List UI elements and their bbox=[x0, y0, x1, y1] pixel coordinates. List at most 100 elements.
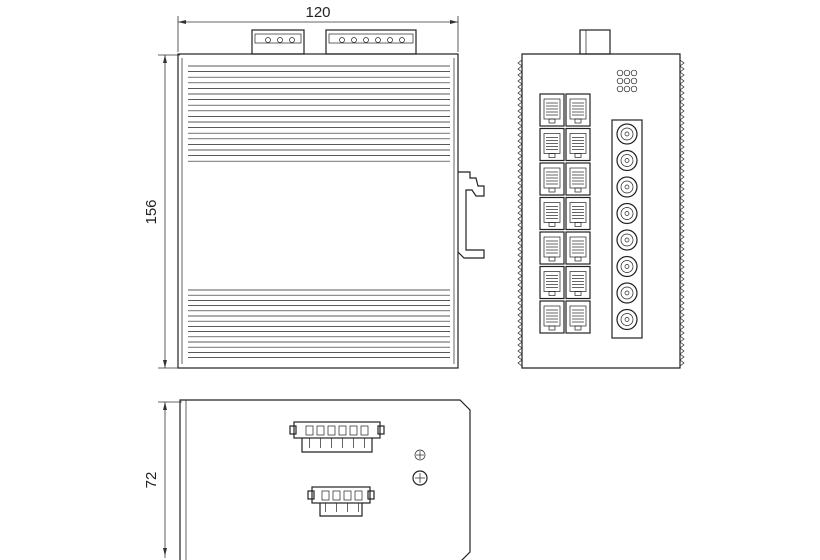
grip-ridge bbox=[679, 131, 685, 139]
side-top-tab bbox=[579, 29, 611, 55]
grip-ridge bbox=[679, 203, 685, 211]
grip-ridge bbox=[517, 113, 523, 121]
grip-ridge bbox=[679, 239, 685, 247]
front-view: 120 156 bbox=[143, 4, 485, 369]
grip-ridge bbox=[679, 113, 685, 121]
din-rail-clip bbox=[457, 171, 485, 259]
grip-ridge bbox=[517, 257, 523, 265]
side-view bbox=[517, 29, 685, 369]
terminal-pin bbox=[349, 425, 358, 436]
grip-ridge bbox=[679, 269, 685, 277]
grip-ridge bbox=[679, 317, 685, 325]
grip-ridge bbox=[517, 65, 523, 73]
grip-ridge bbox=[679, 323, 685, 331]
terminal-pin bbox=[354, 490, 363, 501]
side-grip-ridges bbox=[517, 59, 685, 367]
rj45-port bbox=[565, 265, 591, 300]
rj45-port bbox=[539, 93, 565, 127]
height-label: 156 bbox=[143, 199, 160, 224]
grip-ridge bbox=[679, 173, 685, 181]
grip-ridge bbox=[517, 149, 523, 157]
grip-ridge bbox=[517, 167, 523, 175]
grip-ridge bbox=[679, 299, 685, 307]
grip-ridge bbox=[679, 95, 685, 103]
grip-ridge bbox=[517, 245, 523, 253]
grip-ridge bbox=[517, 131, 523, 139]
vent-slots-bottom bbox=[188, 289, 450, 358]
rj45-port bbox=[565, 93, 591, 127]
grip-ridge bbox=[517, 233, 523, 241]
grip-ridge bbox=[679, 233, 685, 241]
bottom-housing bbox=[179, 399, 471, 560]
led-indicator-cluster bbox=[616, 69, 638, 93]
fiber-port bbox=[616, 149, 638, 172]
grip-ridge bbox=[517, 287, 523, 295]
grip-ridge bbox=[517, 71, 523, 79]
fiber-port bbox=[616, 229, 638, 251]
vent-slots-top bbox=[188, 65, 450, 162]
rj45-port bbox=[565, 231, 591, 265]
grip-ridge bbox=[517, 251, 523, 259]
grip-ridge bbox=[679, 263, 685, 271]
grip-ridge bbox=[517, 293, 523, 301]
grip-ridge bbox=[679, 341, 685, 349]
grip-ridge bbox=[679, 149, 685, 157]
grip-ridge bbox=[679, 185, 685, 193]
top-terminal-connector-6pin bbox=[325, 29, 417, 55]
terminal-pin bbox=[327, 425, 336, 436]
rj45-port bbox=[539, 265, 565, 300]
rj45-port bbox=[539, 231, 565, 265]
grip-ridge bbox=[517, 263, 523, 271]
grip-ridge bbox=[679, 359, 685, 367]
grip-ridge bbox=[517, 269, 523, 277]
grip-ridge bbox=[679, 71, 685, 79]
grip-ridge bbox=[679, 293, 685, 301]
grip-ridge bbox=[517, 83, 523, 91]
grip-ridge bbox=[679, 101, 685, 109]
grip-ridge bbox=[679, 155, 685, 163]
grip-ridge bbox=[679, 197, 685, 205]
grip-ridge bbox=[517, 191, 523, 199]
grip-ridge bbox=[517, 155, 523, 163]
fiber-port bbox=[616, 202, 638, 225]
terminal-block-4pin bbox=[307, 486, 375, 517]
led-dot bbox=[623, 85, 631, 93]
side-housing bbox=[521, 53, 681, 369]
rj45-port bbox=[565, 196, 591, 231]
grip-ridge bbox=[679, 227, 685, 235]
grip-ridge bbox=[517, 107, 523, 115]
grip-ridge bbox=[679, 191, 685, 199]
grip-ridge bbox=[517, 101, 523, 109]
grip-ridge bbox=[517, 347, 523, 355]
grip-ridge bbox=[517, 203, 523, 211]
terminal-pin bbox=[343, 490, 352, 501]
grip-ridge bbox=[679, 143, 685, 151]
depth-dimension: 72 bbox=[143, 401, 182, 558]
grip-ridge bbox=[517, 353, 523, 361]
grip-ridge bbox=[679, 221, 685, 229]
terminal-pin bbox=[316, 425, 325, 436]
fiber-port bbox=[616, 282, 638, 304]
top-terminal-connector-3pin bbox=[251, 29, 305, 55]
grip-ridge bbox=[517, 341, 523, 349]
fiber-port-frame bbox=[611, 119, 643, 339]
terminal-pin bbox=[321, 490, 330, 501]
fiber-port-column bbox=[616, 123, 638, 331]
grip-ridge bbox=[517, 227, 523, 235]
rj45-port bbox=[539, 300, 565, 334]
grip-ridge bbox=[679, 107, 685, 115]
grip-ridge bbox=[679, 353, 685, 361]
rj45-port bbox=[539, 162, 565, 196]
rj45-port bbox=[539, 196, 565, 231]
led-dot bbox=[630, 69, 638, 77]
grip-ridge bbox=[517, 143, 523, 151]
terminal-pin bbox=[338, 425, 347, 436]
grip-ridge bbox=[517, 209, 523, 217]
fiber-port bbox=[616, 308, 638, 331]
front-housing bbox=[177, 53, 459, 369]
grip-ridge bbox=[679, 161, 685, 169]
led-dot bbox=[630, 85, 638, 93]
grip-ridge bbox=[517, 137, 523, 145]
rj45-port bbox=[539, 127, 565, 162]
